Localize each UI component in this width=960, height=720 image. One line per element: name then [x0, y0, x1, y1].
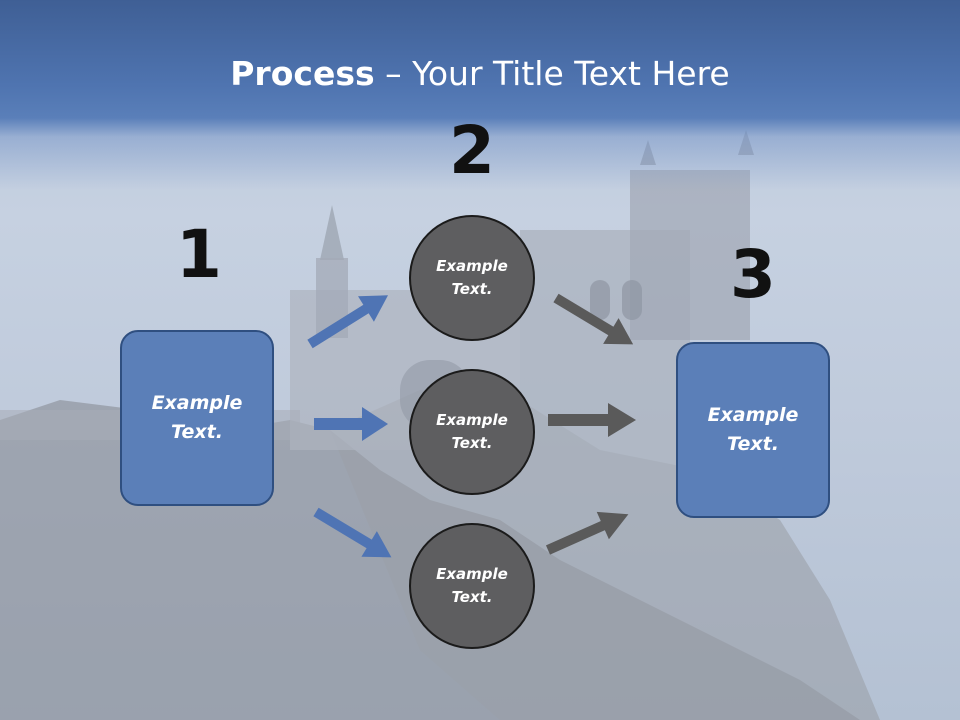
arrow-bottom-circle-to-right-box — [545, 511, 629, 555]
right-box: Example Text. — [676, 342, 830, 518]
step-number-3: 3 — [730, 236, 776, 313]
left-box-text: Example Text. — [151, 392, 243, 443]
arrow-middle-circle-to-right-box — [548, 403, 636, 437]
step-number-1: 1 — [176, 216, 222, 293]
title-band — [0, 0, 960, 190]
circle-top: Example Text. — [409, 215, 535, 341]
slide-title: Process – Your Title Text Here — [0, 52, 960, 96]
circle-middle-text: Example Text. — [436, 411, 508, 452]
title-bold: Process — [230, 54, 375, 93]
title-rest: – Your Title Text Here — [374, 54, 730, 93]
circle-top-text: Example Text. — [436, 257, 508, 298]
arrow-box-to-top-circle — [307, 295, 389, 349]
circle-bottom: Example Text. — [409, 523, 535, 649]
right-box-text: Example Text. — [707, 404, 799, 455]
arrow-top-circle-to-right-box — [553, 293, 634, 345]
arrow-box-to-middle-circle — [314, 407, 388, 441]
left-box: Example Text. — [120, 330, 274, 506]
step-number-2: 2 — [449, 112, 495, 189]
circle-bottom-text: Example Text. — [436, 565, 508, 606]
circle-middle: Example Text. — [409, 369, 535, 495]
arrow-box-to-bottom-circle — [313, 507, 392, 558]
